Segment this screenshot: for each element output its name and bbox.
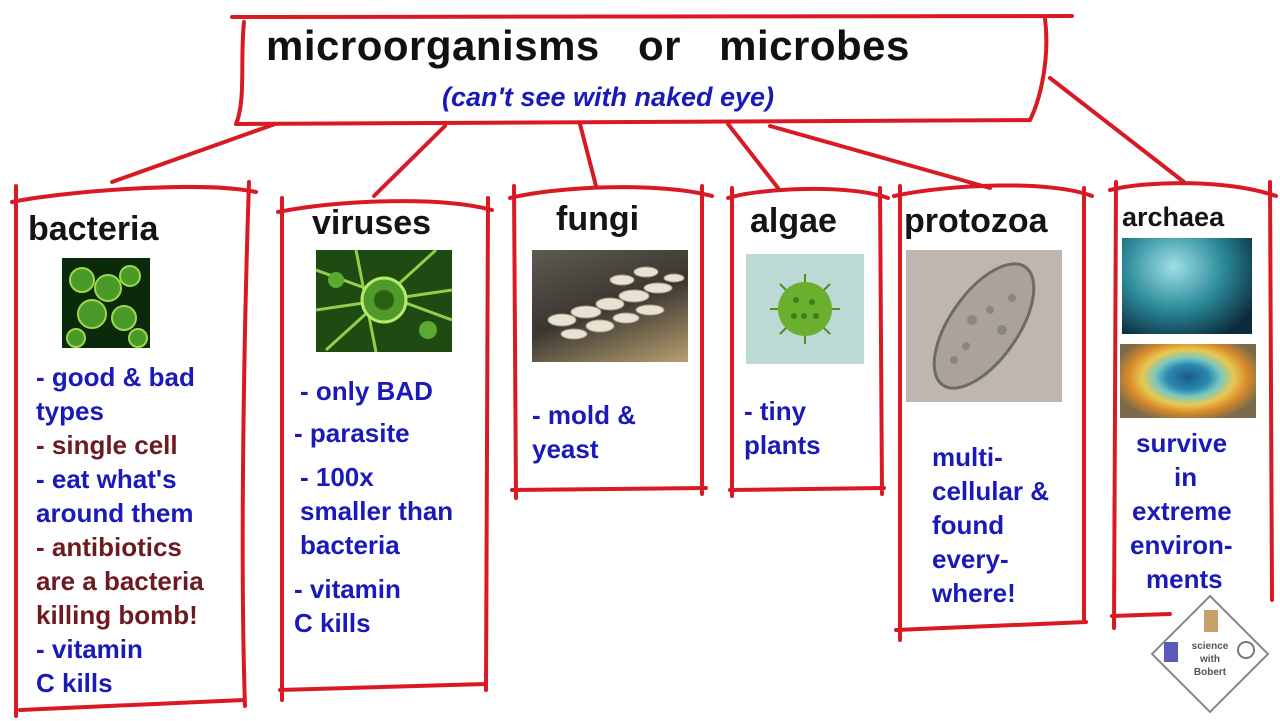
- text-line: - eat what's: [36, 464, 177, 494]
- text-line: found: [932, 510, 1005, 540]
- connector-protozoa: [768, 124, 992, 190]
- connector-bacteria: [110, 122, 277, 184]
- heading-protozoa: protozoa: [904, 202, 1048, 240]
- text-line: killing bomb!: [36, 600, 198, 630]
- text-line: ments: [1146, 564, 1223, 594]
- text-line: yeast: [532, 434, 599, 464]
- fungi-image: [532, 250, 688, 362]
- bacteria-image: [62, 258, 150, 348]
- text-line: C kills: [294, 608, 371, 638]
- text-line: cellular &: [932, 476, 1050, 506]
- connector-algae: [726, 122, 780, 190]
- text-line: around them: [36, 498, 194, 528]
- box-protozoa: [892, 183, 1094, 642]
- text-line: smaller than: [300, 496, 454, 526]
- text-line: where!: [932, 578, 1016, 608]
- text-line: C kills: [36, 668, 113, 698]
- algae-image: [746, 254, 864, 364]
- page-subtitle: (can't see with naked eye): [442, 82, 775, 112]
- title-box: [230, 14, 1074, 126]
- box-viruses: [276, 196, 494, 702]
- text-line: - tiny: [744, 396, 807, 426]
- virus-image: [316, 250, 452, 352]
- page-title: microorganisms or microbes: [266, 22, 910, 69]
- text-line: in: [1174, 462, 1198, 492]
- text-line: types: [36, 396, 104, 426]
- logo-line-3: Bobert: [1193, 667, 1227, 678]
- text-line: - only BAD: [300, 376, 433, 406]
- text-line: environ-: [1130, 530, 1233, 560]
- box-archaea: [1108, 180, 1278, 630]
- box-fungi: [508, 184, 714, 500]
- text-line: - vitamin: [36, 634, 143, 664]
- text-line: - vitamin: [294, 574, 401, 604]
- text-line: - single cell: [36, 430, 178, 460]
- text-line: - parasite: [294, 418, 410, 448]
- text-line: extreme: [1132, 496, 1232, 526]
- text-line: - 100x: [300, 462, 374, 492]
- box-algae: [726, 186, 890, 498]
- text-line: multi-: [932, 442, 1003, 472]
- box-bacteria: [10, 180, 258, 718]
- text-line: - antibiotics: [36, 532, 182, 562]
- text-line: - mold &: [532, 400, 636, 430]
- text-line: are a bacteria: [36, 566, 204, 596]
- text-line: every-: [932, 544, 1009, 574]
- archaea-hot-spring-image: [1120, 344, 1256, 418]
- logo-line-2: with: [1200, 654, 1220, 665]
- connector-fungi: [578, 122, 598, 188]
- text-line: plants: [744, 430, 821, 460]
- heading-bacteria: bacteria: [28, 210, 159, 248]
- text-line: survive: [1136, 428, 1228, 458]
- connector-viruses: [372, 124, 447, 198]
- heading-archaea: archaea: [1122, 202, 1225, 232]
- text-line: bacteria: [300, 530, 400, 560]
- connector-archaea: [1048, 76, 1186, 184]
- protozoa-image: [906, 250, 1062, 402]
- science-with-bobert-logo: science with Bobert: [1148, 592, 1272, 716]
- heading-viruses: viruses: [312, 204, 432, 242]
- heading-algae: algae: [750, 202, 837, 240]
- archaea-vent-image: [1122, 238, 1252, 334]
- heading-fungi: fungi: [556, 200, 640, 238]
- logo-line-1: science: [1191, 641, 1229, 652]
- text-line: - good & bad: [36, 362, 195, 392]
